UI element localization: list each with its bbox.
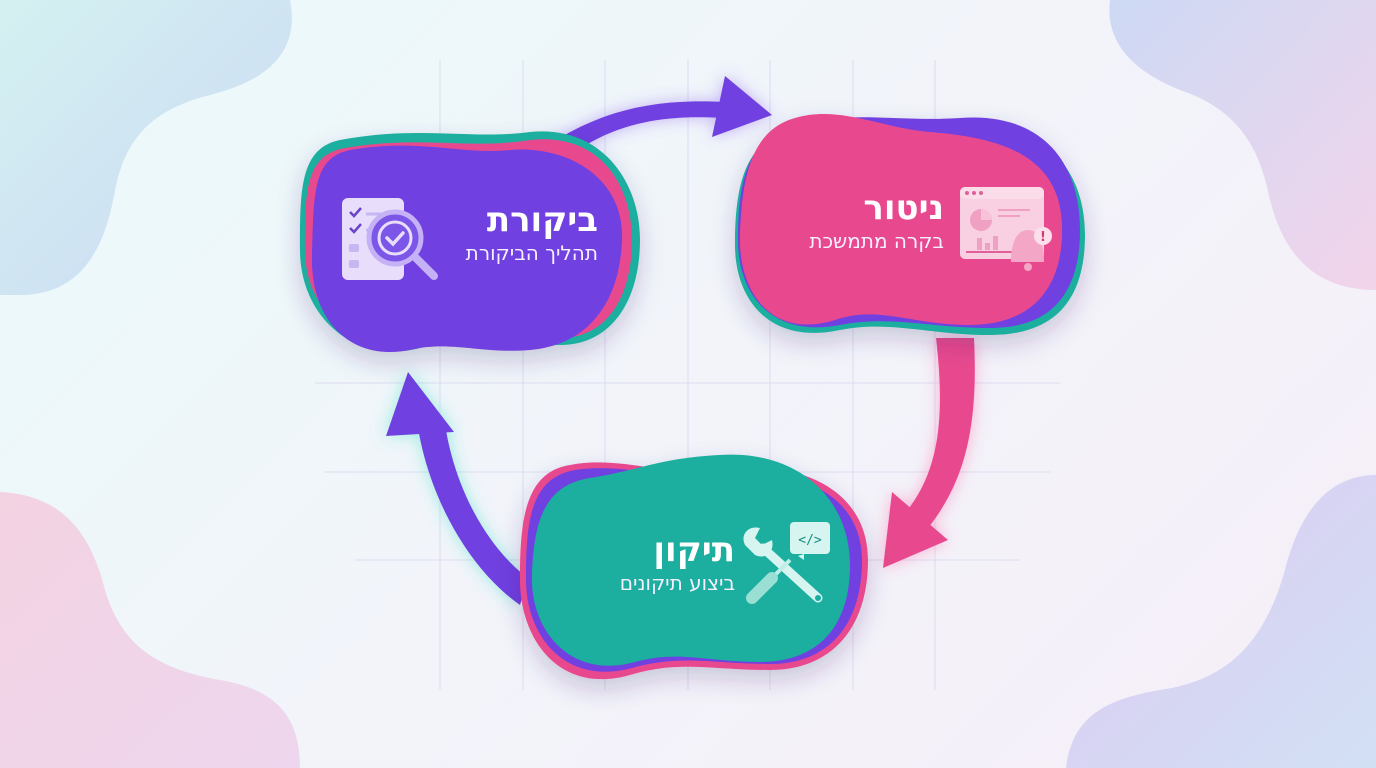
corner-blob-bottom-right (1066, 475, 1376, 768)
checklist-magnifier-icon (342, 198, 438, 280)
node-monitoring-subtitle: בקרה מתמשכת (809, 229, 944, 253)
arrow-audit-to-monitoring (548, 76, 772, 158)
node-fix-subtitle: ביצוע תיקונים (619, 571, 735, 595)
corner-blob-top-left (0, 0, 292, 295)
node-audit: ביקורת תהליך הביקורת (430, 200, 598, 266)
node-fix-blob (520, 454, 868, 680)
node-audit-subtitle: תהליך הביקורת (465, 241, 598, 265)
node-fix: תיקון ביצוע תיקונים (575, 530, 735, 596)
dashboard-alert-bell-icon: ! (960, 187, 1052, 271)
svg-text:</>: </> (798, 533, 822, 548)
node-monitoring: ניטור בקרה מתמשכת (770, 188, 944, 254)
node-audit-blob (300, 131, 640, 353)
arrow-fix-to-audit (386, 372, 528, 605)
arrow-monitoring-to-fix (883, 338, 975, 568)
svg-text:!: ! (1040, 230, 1046, 245)
corner-blob-top-right (1109, 0, 1376, 290)
node-audit-title: ביקורת (486, 200, 598, 240)
node-monitoring-blob (735, 114, 1085, 335)
node-monitoring-title: ניטור (863, 188, 944, 228)
wrench-screwdriver-code-icon: </> (743, 522, 830, 604)
corner-blob-bottom-left (0, 492, 300, 768)
node-fix-title: תיקון (653, 530, 735, 570)
